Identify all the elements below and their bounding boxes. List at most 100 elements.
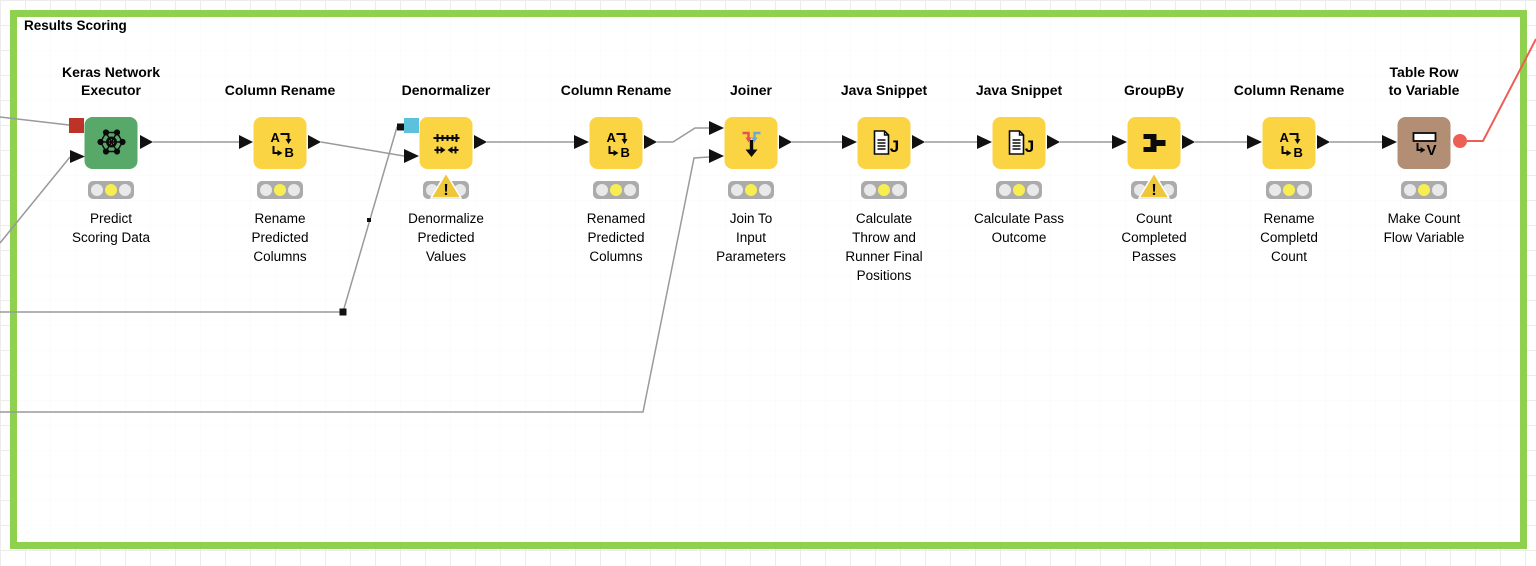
node-type-label: GroupBy bbox=[1124, 82, 1184, 98]
bendpoint-handle[interactable] bbox=[339, 308, 347, 316]
node-body[interactable]: J bbox=[992, 117, 1046, 169]
column-rename-1-input-port[interactable] bbox=[239, 135, 253, 149]
node-type-label: Java Snippet bbox=[840, 82, 928, 98]
status-dot-configured bbox=[878, 184, 890, 196]
status-traffic-light bbox=[593, 181, 639, 199]
node-body[interactable]: A B bbox=[253, 117, 307, 169]
node-description: Calculate Pass Outcome bbox=[973, 211, 1065, 245]
node-type-label: Column Rename bbox=[1233, 82, 1345, 98]
keras-output-port[interactable] bbox=[140, 135, 153, 149]
keras-model-input-port[interactable] bbox=[69, 118, 84, 133]
node-type-label: Denormalizer bbox=[401, 82, 491, 98]
node-java-snippet-1[interactable]: Java Snippet J Calculate Throw and Runne… bbox=[814, 55, 954, 300]
node-type-label: Table Row to Variable bbox=[1388, 64, 1460, 98]
status-dot-configured bbox=[105, 184, 117, 196]
connection-to-keras-data-port[interactable] bbox=[0, 156, 71, 244]
node-java-snippet-2[interactable]: Java Snippet J Calculate Pass Outcome bbox=[949, 55, 1089, 300]
joiner-top-input-port[interactable] bbox=[709, 121, 724, 135]
denormalizer-output-port[interactable] bbox=[474, 135, 487, 149]
status-dot-configured bbox=[1013, 184, 1025, 196]
column-rename-2-output-port[interactable] bbox=[644, 135, 657, 149]
connection-column-rename-1-to-denormalizer[interactable] bbox=[320, 141, 405, 157]
node-description: Renamed Predicted Columns bbox=[586, 211, 646, 264]
status-dot bbox=[260, 184, 272, 196]
node-description: Calculate Throw and Runner Final Positio… bbox=[845, 211, 923, 283]
groupby-output-port[interactable] bbox=[1182, 135, 1195, 149]
column-rename-icon: A B bbox=[606, 130, 629, 160]
keras-data-input-port[interactable] bbox=[70, 150, 85, 163]
status-dot bbox=[731, 184, 743, 196]
java-snippet-1-input-port[interactable] bbox=[842, 135, 857, 149]
letter-a: A bbox=[270, 130, 280, 145]
node-body[interactable] bbox=[724, 117, 778, 169]
warning-mark: ! bbox=[1151, 182, 1156, 199]
annotation-title: Results Scoring bbox=[24, 18, 127, 33]
status-dot-configured bbox=[745, 184, 757, 196]
groupby-input-port[interactable] bbox=[1112, 135, 1127, 149]
status-traffic-light bbox=[728, 181, 774, 199]
node-column-rename-2[interactable]: Column Rename A B Renamed Predicted Colu… bbox=[546, 55, 686, 300]
status-dot bbox=[892, 184, 904, 196]
node-table-row-to-variable[interactable]: Table Row to Variable V Make Count Flow … bbox=[1354, 55, 1494, 300]
status-traffic-light bbox=[996, 181, 1042, 199]
status-dot bbox=[596, 184, 608, 196]
table-row-input-port[interactable] bbox=[1382, 135, 1397, 149]
status-dot bbox=[91, 184, 103, 196]
node-joiner[interactable]: Joiner Join To Input Parameters bbox=[681, 55, 821, 300]
letter-a: A bbox=[606, 130, 616, 145]
letter-v: V bbox=[1426, 142, 1436, 159]
bendpoint-handle[interactable] bbox=[397, 123, 404, 131]
status-dot bbox=[1269, 184, 1281, 196]
connection-column-rename-2-to-joiner[interactable] bbox=[657, 127, 709, 143]
node-body[interactable]: V bbox=[1397, 117, 1451, 169]
node-description: Rename Predicted Columns bbox=[251, 211, 309, 264]
column-rename-3-output-port[interactable] bbox=[1317, 135, 1330, 149]
column-rename-1-output-port[interactable] bbox=[308, 135, 321, 149]
node-body[interactable]: A B bbox=[1262, 117, 1316, 169]
java-snippet-1-output-port[interactable] bbox=[912, 135, 925, 149]
letter-j: J bbox=[1024, 137, 1033, 156]
column-rename-2-input-port[interactable] bbox=[574, 135, 589, 149]
denormalizer-icon bbox=[433, 134, 459, 154]
node-body[interactable] bbox=[1127, 117, 1181, 169]
letter-b: B bbox=[1293, 145, 1302, 160]
status-dot bbox=[288, 184, 300, 196]
node-body[interactable]: A B bbox=[589, 117, 643, 169]
node-type-label: Column Rename bbox=[224, 82, 336, 98]
status-dot bbox=[999, 184, 1011, 196]
connection-flow-variable-out[interactable] bbox=[1467, 38, 1536, 142]
java-snippet-2-output-port[interactable] bbox=[1047, 135, 1060, 149]
node-column-rename-1[interactable]: Column Rename A B Rename Predicted Colum… bbox=[210, 55, 350, 300]
node-description: Join To Input Parameters bbox=[716, 211, 786, 264]
node-denormalizer[interactable]: Denormalizer ! Denormalize Predicted Val… bbox=[376, 55, 516, 300]
status-dot bbox=[624, 184, 636, 196]
node-body[interactable]: J bbox=[857, 117, 911, 169]
connection-to-keras-model-port[interactable] bbox=[0, 116, 70, 126]
column-rename-3-input-port[interactable] bbox=[1247, 135, 1262, 149]
node-body[interactable] bbox=[84, 117, 138, 169]
joiner-bottom-input-port[interactable] bbox=[709, 149, 724, 163]
status-traffic-light bbox=[257, 181, 303, 199]
connection-to-joiner-bottom-port[interactable] bbox=[0, 156, 710, 413]
letter-b: B bbox=[620, 145, 629, 160]
status-dot bbox=[119, 184, 131, 196]
results-scoring-annotation[interactable]: Results Scoring bbox=[10, 10, 1527, 549]
status-traffic-light bbox=[861, 181, 907, 199]
letter-j: J bbox=[889, 137, 898, 156]
node-body[interactable] bbox=[419, 117, 473, 169]
column-rename-icon: A B bbox=[1279, 130, 1302, 160]
letter-b: B bbox=[284, 145, 293, 160]
node-groupby[interactable]: GroupBy ! Count Completed Passes bbox=[1084, 55, 1224, 300]
bendpoint-handle[interactable] bbox=[367, 218, 371, 222]
java-snippet-2-input-port[interactable] bbox=[977, 135, 992, 149]
status-traffic-light bbox=[1266, 181, 1312, 199]
node-column-rename-3[interactable]: Column Rename A B Rename Completd Count bbox=[1219, 55, 1359, 300]
flow-variable-output-port[interactable] bbox=[1453, 134, 1467, 148]
denormalizer-data-input-port[interactable] bbox=[404, 149, 419, 163]
node-keras-network-executor[interactable]: Keras Network Executor Predict Scoring D… bbox=[41, 55, 181, 300]
denormalizer-model-input-port[interactable] bbox=[404, 118, 419, 133]
joiner-output-port[interactable] bbox=[779, 135, 792, 149]
keras-network-icon bbox=[96, 129, 126, 155]
